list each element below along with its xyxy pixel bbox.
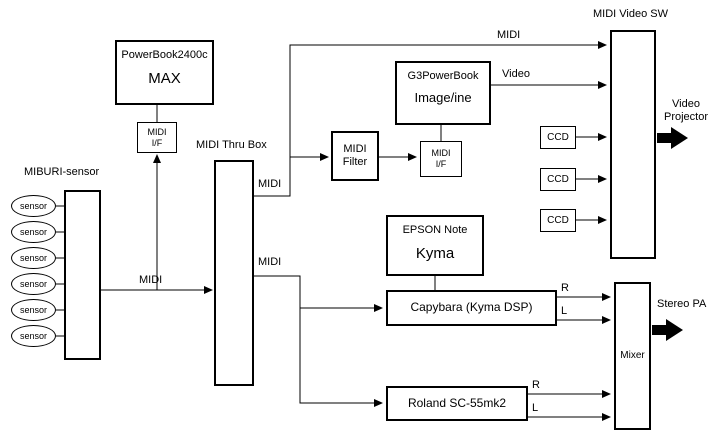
sensor-node-3: sensor [11, 247, 56, 269]
wire-label-capybara-l: L [561, 305, 568, 317]
roland-label: Roland SC-55mk2 [407, 395, 507, 410]
ccd-3-label: CCD [547, 214, 569, 226]
sensor-node-1-label: sensor [19, 201, 47, 211]
sensor-node-3-label: sensor [19, 253, 47, 263]
sensor-node-4-label: sensor [19, 279, 47, 289]
mixer-label: Mixer [620, 350, 645, 362]
midi-video-sw-box [610, 30, 656, 259]
video-projector-label-line1: Video [672, 98, 700, 110]
midi-if-box-2: MIDI I/F [420, 141, 462, 177]
midi-if-1-line1: MIDI [147, 126, 167, 137]
stereo-pa-arrow-icon [652, 319, 683, 341]
ccd-box-1: CCD [540, 126, 576, 149]
wire-label-roland-l: L [532, 402, 539, 414]
sensor-node-6: sensor [11, 325, 56, 347]
powerbook-max-box: PowerBook2400c MAX [115, 40, 214, 105]
midi-thru-box-label: MIDI Thru Box [196, 139, 267, 151]
midi-video-sw-label: MIDI Video SW [593, 8, 668, 20]
ccd-2-label: CCD [547, 173, 569, 185]
imageine-app-label: Image/ine [414, 89, 472, 105]
midi-filter-box: MIDI Filter [331, 131, 379, 181]
wire-label-roland-r: R [532, 379, 540, 391]
epson-title: EPSON Note [402, 224, 468, 236]
ccd-1-label: CCD [547, 131, 569, 143]
miburi-sensor-label: MIBURI-sensor [24, 166, 100, 178]
wire-label-thru-upper-midi: MIDI [258, 178, 282, 190]
powerbook-title: PowerBook2400c [121, 49, 208, 61]
miburi-sensor-box [64, 190, 101, 360]
capybara-box: Capybara (Kyma DSP) [386, 290, 557, 326]
ccd-box-2: CCD [540, 168, 576, 191]
midi-if-1-line2: I/F [151, 137, 163, 148]
midi-if-2-line2: I/F [435, 159, 447, 169]
midi-filter-line1: MIDI [343, 143, 367, 156]
max-app-label: MAX [148, 69, 181, 87]
ccd-box-3: CCD [540, 209, 576, 232]
sensor-node-6-label: sensor [19, 331, 47, 341]
capybara-label: Capybara (Kyma DSP) [410, 300, 533, 315]
g3-powerbook-title: G3PowerBook [407, 70, 479, 82]
epson-kyma-box: EPSON Note Kyma [386, 215, 484, 276]
sensor-node-5-label: sensor [19, 305, 47, 315]
wire-label-miburi-midi: MIDI [139, 274, 163, 286]
midi-filter-line2: Filter [342, 156, 368, 168]
video-projector-arrow-icon [657, 127, 688, 149]
g3-powerbook-box: G3PowerBook Image/ine [395, 61, 491, 125]
kyma-app-label: Kyma [415, 244, 455, 262]
wire-label-video: Video [502, 68, 530, 80]
sensor-node-5: sensor [11, 299, 56, 321]
roland-box: Roland SC-55mk2 [386, 386, 528, 421]
wire-label-capybara-r: R [561, 282, 569, 294]
wire-label-thru-lower-midi: MIDI [258, 256, 282, 268]
mixer-box: Mixer [614, 282, 651, 430]
midi-if-box-1: MIDI I/F [137, 122, 177, 153]
sensor-connector-lines [56, 205, 64, 337]
video-projector-label: Video Projector [655, 98, 717, 124]
wire-label-top-midi: MIDI [497, 29, 521, 41]
wire-thrubox-to-roland [254, 275, 383, 407]
stereo-pa-label: Stereo PA [657, 298, 707, 310]
sensor-node-4: sensor [11, 273, 56, 295]
wire-thrubox-to-videosw [254, 41, 607, 197]
sensor-node-2: sensor [11, 221, 56, 243]
midi-if-2-line1: MIDI [431, 148, 451, 159]
sensor-node-1: sensor [11, 195, 56, 217]
video-projector-label-line2: Projector [663, 111, 709, 124]
sensor-node-2-label: sensor [19, 227, 47, 237]
midi-thru-box [214, 160, 254, 386]
